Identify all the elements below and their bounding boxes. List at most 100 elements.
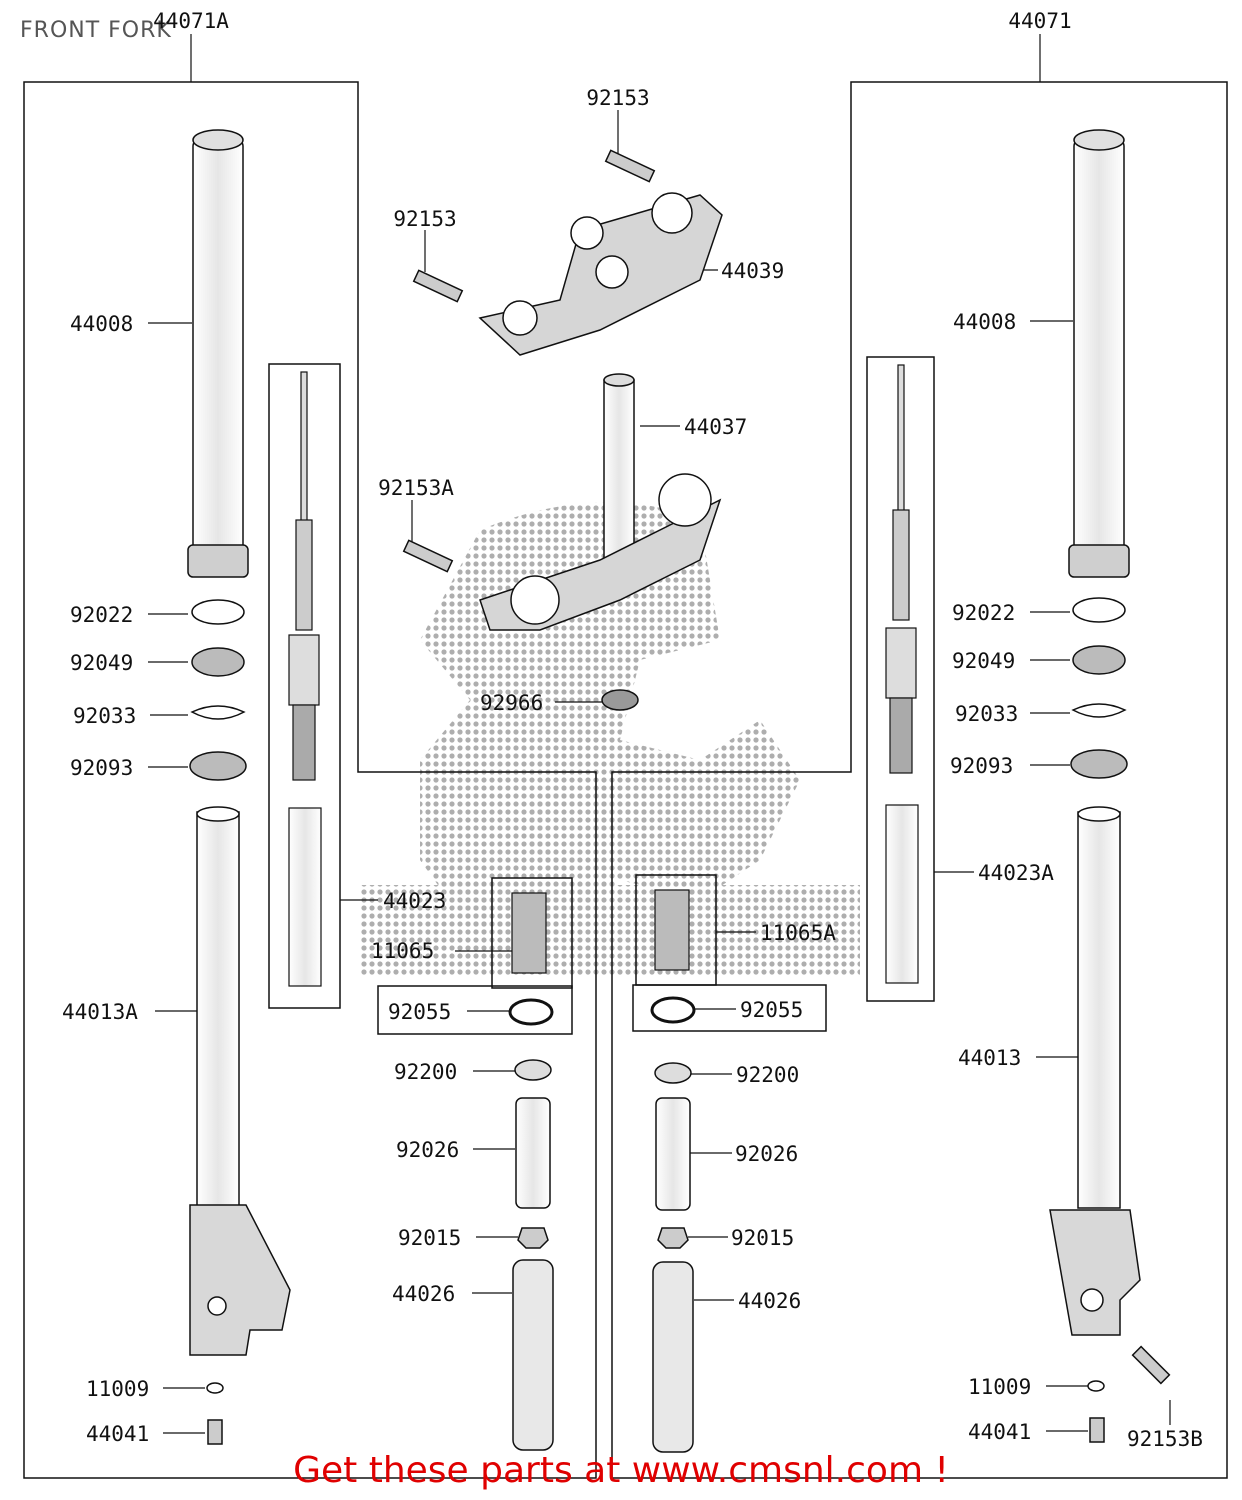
steering-stem-top (603, 373, 635, 387)
right-outer-tube (1077, 811, 1121, 1209)
right-inner-tube-bush (1068, 544, 1130, 578)
right-frame (611, 81, 1228, 1479)
label-92049-right: 92049 (952, 649, 1015, 673)
label-92022-left: 92022 (70, 603, 133, 627)
right-damper-assembly (650, 364, 919, 1024)
left-92015-nut (517, 1227, 549, 1249)
left-inner-frame (268, 363, 341, 1009)
label-92093-left: 92093 (70, 756, 133, 780)
label-11065: 11065 (371, 939, 434, 963)
right-11065A-valve (654, 889, 690, 971)
right-92026-spacer (655, 1097, 691, 1211)
right-92093-seal (1070, 749, 1128, 779)
label-44026-right: 44026 (738, 1289, 801, 1313)
left-11009-washer (206, 1382, 224, 1394)
left-44041-bolt (207, 1419, 223, 1445)
right-inner-frame (866, 356, 935, 1002)
upper-clamp-hole-d (502, 300, 538, 336)
promo-banner[interactable]: Get these parts at www.cmsnl.com ! (293, 1450, 949, 1491)
leader-lines (148, 34, 1171, 1434)
part-labels: 44071A 44071 92153 92153 44039 44037 921… (62, 9, 1203, 1451)
left-92093-seal (189, 751, 247, 781)
92153-bolt-side (412, 269, 464, 303)
left-92200-collar (514, 1059, 552, 1081)
label-92033-right: 92033 (955, 702, 1018, 726)
label-92055-left: 92055 (388, 1000, 451, 1024)
left-damper-upper (295, 519, 313, 631)
right-inner-tube-top (1073, 129, 1125, 151)
label-11065A: 11065A (760, 921, 836, 945)
label-92153B: 92153B (1127, 1427, 1203, 1451)
right-axle-bracket (1049, 1209, 1141, 1336)
left-center-stack (512, 1059, 554, 1451)
left-damper-assembly (288, 371, 554, 1026)
upper-clamp-hole-b (651, 192, 693, 234)
right-92049-seal (1072, 645, 1126, 675)
44037-steering-stem (603, 379, 635, 561)
label-92026-left: 92026 (396, 1138, 459, 1162)
right-damper-tube (885, 804, 919, 984)
label-92153-top: 92153 (586, 86, 649, 110)
label-44026-left: 44026 (392, 1282, 455, 1306)
left-damper-cylinder (288, 634, 320, 706)
label-44023A: 44023A (978, 861, 1054, 885)
watermark-text: CMS (521, 768, 720, 896)
diagram-title: FRONT FORK (20, 18, 172, 43)
left-44026-spring (512, 1259, 554, 1451)
label-92200-left: 92200 (394, 1060, 457, 1084)
label-92015-left: 92015 (398, 1226, 461, 1250)
right-fork-leg (1049, 129, 1171, 1443)
left-axle-hole (207, 1296, 227, 1316)
left-inner-tube-top (192, 129, 244, 151)
label-92055-right: 92055 (740, 998, 803, 1022)
frames (23, 81, 1228, 1479)
right-92015-nut (657, 1227, 689, 1249)
right-92033-clip (1071, 703, 1127, 718)
label-11009-right: 11009 (968, 1375, 1031, 1399)
92153A-bolt (402, 539, 454, 573)
label-44041-left: 44041 (86, 1422, 149, 1446)
right-92055-oring (650, 996, 696, 1024)
left-frame (23, 81, 597, 1479)
right-damper-upper (892, 509, 910, 621)
steering-clamps (402, 149, 723, 711)
left-inner-tube (192, 139, 244, 571)
label-92200-right: 92200 (736, 1063, 799, 1087)
92966-seal (601, 689, 639, 711)
right-44041-bolt (1089, 1417, 1105, 1443)
label-92015-right: 92015 (731, 1226, 794, 1250)
right-oring-frame (632, 984, 827, 1032)
92153-bolt-upper (604, 149, 656, 183)
left-damper-spring (292, 704, 316, 781)
lower-clamp-hole-left (510, 575, 560, 625)
right-outer-tube-top (1077, 806, 1121, 822)
upper-clamp-hole-c (595, 255, 629, 289)
right-92022-ring (1072, 597, 1126, 623)
label-44041-right: 44041 (968, 1420, 1031, 1444)
right-center-stack (652, 1062, 694, 1453)
right-92153B-bolt (1131, 1345, 1171, 1385)
left-outer-tube (196, 811, 240, 1209)
label-92026-right: 92026 (735, 1142, 798, 1166)
label-92153A: 92153A (378, 476, 454, 500)
left-92026-spacer (515, 1097, 551, 1209)
label-44013A: 44013A (62, 1000, 138, 1024)
left-inner-tube-bush (187, 544, 249, 578)
left-axle-bracket (189, 1204, 291, 1356)
left-fork-leg (187, 129, 291, 1445)
label-92022-right: 92022 (952, 601, 1015, 625)
label-44071A: 44071A (153, 9, 229, 33)
left-11065-valve (511, 892, 547, 974)
label-44008-left: 44008 (70, 312, 133, 336)
left-oring-frame (377, 985, 573, 1035)
left-92022-ring (191, 599, 245, 625)
upper-clamp-hole-a (570, 216, 604, 250)
left-92055-oring (508, 998, 554, 1026)
label-44037: 44037 (684, 415, 747, 439)
right-11009-washer (1087, 1380, 1105, 1392)
right-inner-tube (1073, 139, 1125, 571)
left-92049-seal (191, 647, 245, 677)
right-damper-cylinder (885, 627, 917, 699)
lower-clamp-hole-right (658, 473, 712, 527)
